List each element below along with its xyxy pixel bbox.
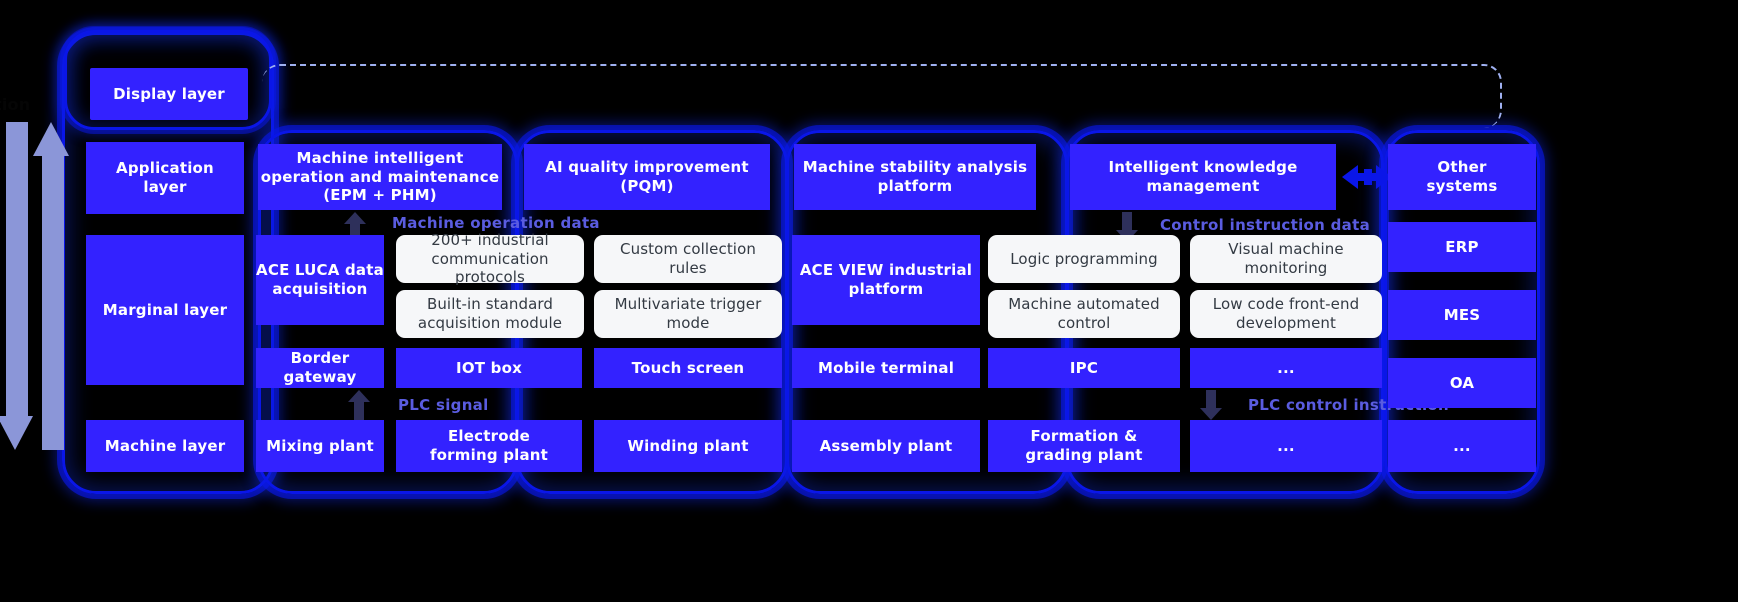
device-ipc[interactable]: IPC [988,348,1180,388]
machine-more-1[interactable]: ... [1190,420,1382,472]
marginal-cell-visual-machine-monitoring[interactable]: Visual machine monitoring [1190,235,1382,283]
flow-arrows [0,122,69,452]
bidirectional-arrow-icon [1340,162,1394,192]
machine-electrode-forming-plant[interactable]: Electrode forming plant [396,420,582,472]
app-item-machine-intelligent-ops[interactable]: Machine intelligent operation and mainte… [258,144,502,210]
flow-label: tion [0,95,31,114]
machine-formation-grading-plant[interactable]: Formation & grading plant [988,420,1180,472]
device-border-gateway[interactable]: Border gateway [256,348,384,388]
machine-more-2[interactable]: ... [1388,420,1536,472]
band-label-machine-operation-data: Machine operation data [392,214,600,232]
machine-assembly-plant[interactable]: Assembly plant [792,420,980,472]
device-more[interactable]: ... [1190,348,1382,388]
machine-mixing-plant[interactable]: Mixing plant [256,420,384,472]
device-touch-screen[interactable]: Touch screen [594,348,782,388]
app-item-ai-quality-improvement[interactable]: AI quality improvement (PQM) [524,144,770,210]
flow-down-arrow-head [0,416,33,450]
marginal-platform-ace-view[interactable]: ACE VIEW industrial platform [792,235,980,325]
layer-label-application: Application layer [86,142,244,214]
band-arrow-up-plc-signal [348,390,370,420]
marginal-cell-logic-programming[interactable]: Logic programming [988,235,1180,283]
display-link-dashed [262,64,1502,128]
band-arrow-up-machine-operation [344,212,366,242]
marginal-cell-builtin-acquisition-module[interactable]: Built-in standard acquisition module [396,290,584,338]
marginal-cell-industrial-protocols[interactable]: 200+ industrial communication protocols [396,231,584,286]
flow-up-arrow-head [33,122,69,156]
app-item-intelligent-knowledge-mgmt[interactable]: Intelligent knowledge management [1070,144,1336,210]
marginal-cell-low-code-frontend-development[interactable]: Low code front-end development [1190,290,1382,338]
app-item-machine-stability-analysis[interactable]: Machine stability analysis platform [794,144,1036,210]
device-iot-box[interactable]: IOT box [396,348,582,388]
marginal-cell-custom-collection-rules[interactable]: Custom collection rules [594,235,782,283]
layer-label-marginal: Marginal layer [86,235,244,385]
external-system-oa[interactable]: OA [1388,358,1536,408]
external-system-other[interactable]: Other systems [1388,144,1536,210]
marginal-platform-ace-luca[interactable]: ACE LUCA data acquisition [256,235,384,325]
band-arrow-down-plc-control [1200,390,1222,420]
flow-up-arrow [42,154,64,450]
external-system-erp[interactable]: ERP [1388,222,1536,272]
flow-down-arrow [6,122,28,418]
marginal-cell-multivariate-trigger-mode[interactable]: Multivariate trigger mode [594,290,782,338]
marginal-cell-machine-automated-control[interactable]: Machine automated control [988,290,1180,338]
layer-label-display: Display layer [90,68,248,120]
band-label-control-instruction-data: Control instruction data [1160,216,1370,234]
device-mobile-terminal[interactable]: Mobile terminal [792,348,980,388]
machine-winding-plant[interactable]: Winding plant [594,420,782,472]
external-system-mes[interactable]: MES [1388,290,1536,340]
layer-label-machine: Machine layer [86,420,244,472]
band-label-plc-signal: PLC signal [398,396,489,414]
